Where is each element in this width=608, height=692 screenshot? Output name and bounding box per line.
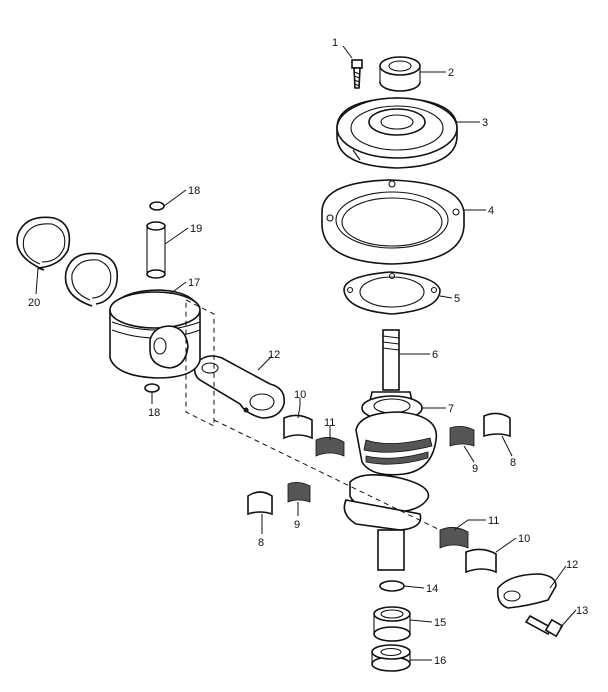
alignment-axis <box>213 419 441 531</box>
part-13-bolt <box>524 614 564 638</box>
callout-5: 5 <box>454 293 460 305</box>
part-5-gasket <box>343 271 441 315</box>
leader-lines <box>35 45 577 661</box>
callout-2: 2 <box>448 67 454 79</box>
part-4-housing-gasket <box>321 179 465 265</box>
part-1-screw <box>351 59 363 89</box>
part-12-connecting-rod <box>193 355 286 419</box>
callout-20: 20 <box>28 297 40 309</box>
callout-10-lower: 10 <box>518 533 530 545</box>
part-16-seal <box>371 644 411 672</box>
part-10-bearing-half-lower <box>465 548 497 574</box>
callout-11-upper: 11 <box>324 417 335 429</box>
part-20-piston-rings <box>16 216 119 307</box>
callout-labels: 1 2 3 4 5 6 7 8 9 10 11 8 9 11 10 12 12 … <box>28 37 588 667</box>
callout-1: 1 <box>332 37 338 49</box>
alignment-guide <box>185 299 215 427</box>
part-18-clip-lower <box>144 383 160 393</box>
part-19-piston-pin <box>146 221 166 279</box>
part-8-bearing-half-left <box>247 491 273 516</box>
callout-3: 3 <box>482 117 488 129</box>
part-11-needle-bearing-lower <box>439 527 469 549</box>
callout-19: 19 <box>190 223 202 235</box>
callout-14: 14 <box>426 583 438 595</box>
callout-18-lower: 18 <box>148 407 160 419</box>
part-17-piston <box>109 289 201 379</box>
callout-16: 16 <box>434 655 446 667</box>
part-9-needle-bearing-right <box>449 426 475 447</box>
callout-12-rod: 12 <box>268 349 280 361</box>
part-14-ring <box>379 580 405 592</box>
callout-8-right: 8 <box>510 457 516 469</box>
part-12-rod-cap <box>496 573 557 609</box>
part-3-bearing-plate <box>336 97 458 169</box>
part-8-bearing-half-right <box>483 412 511 438</box>
callout-7: 7 <box>448 403 454 415</box>
part-15-bearing <box>373 606 411 642</box>
part-18-clip-upper <box>149 201 165 211</box>
callout-17: 17 <box>188 277 200 289</box>
part-11-needle-bearing-upper <box>315 437 345 457</box>
callout-13: 13 <box>576 605 588 617</box>
callout-9-right: 9 <box>472 463 478 475</box>
part-2-seal <box>379 56 421 92</box>
part-10-bearing-half-upper <box>283 414 313 440</box>
callout-8-left: 8 <box>258 537 264 549</box>
callout-15: 15 <box>434 617 446 629</box>
callout-11-lower: 11 <box>488 515 499 527</box>
callout-4: 4 <box>488 205 494 217</box>
callout-12-cap: 12 <box>566 559 578 571</box>
callout-18-upper: 18 <box>188 185 200 197</box>
part-9-needle-bearing-left <box>287 482 311 503</box>
callout-10-upper: 10 <box>294 389 306 401</box>
part-6-7-crankshaft <box>343 329 438 571</box>
callout-6: 6 <box>432 349 438 361</box>
callout-9-left: 9 <box>294 519 300 531</box>
